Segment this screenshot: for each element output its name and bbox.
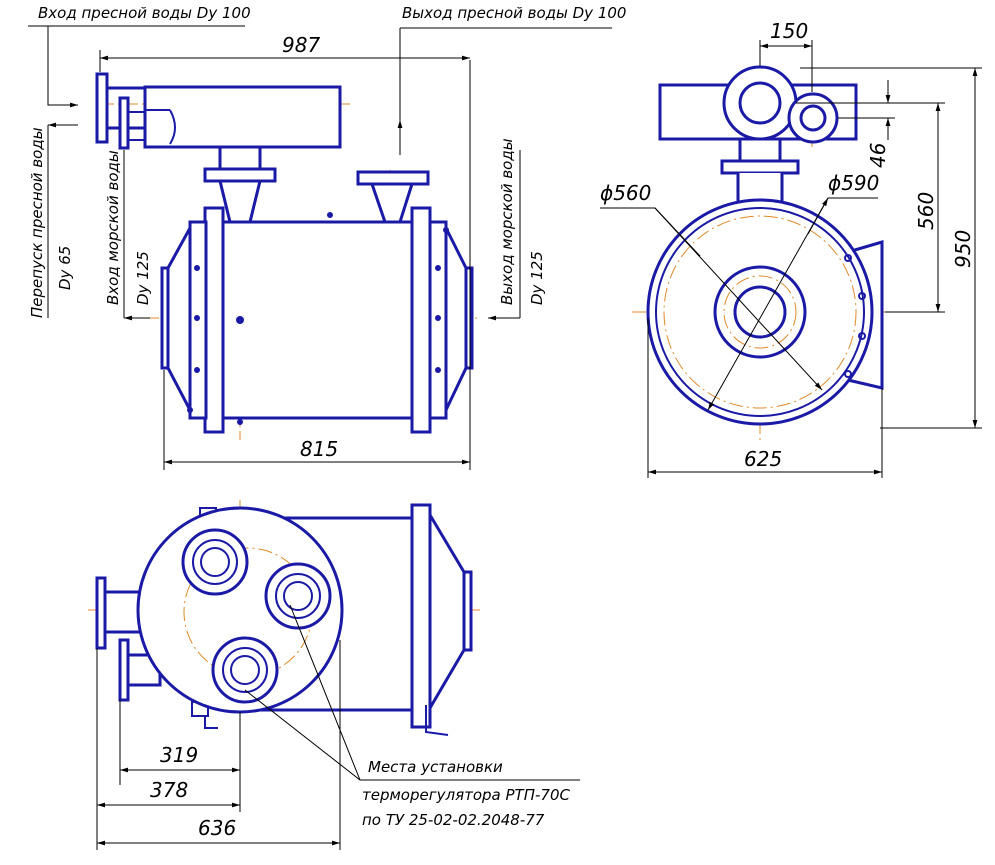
dim-987: 987 [282,33,320,57]
label-fresh-out: Выход пресной воды Dy 100 [402,4,626,22]
dim-378: 378 [150,778,188,802]
front-view: 987 815 Вход пресной воды Dy 100 Выход п… [28,4,626,470]
label-sea-in-2: Dy 125 [134,251,152,305]
label-sea-in-1: Вход морской воды [104,150,122,305]
dim-625: 625 [744,447,782,471]
bottom-view: Места установки терморегулятора РТП-70С … [88,500,580,850]
dim-636: 636 [198,816,236,840]
dim-150: 150 [770,19,808,43]
label-fresh-in: Вход пресной воды Dy 100 [38,4,251,22]
dim-phi560: ϕ560 [600,181,651,205]
dim-560: 560 [914,192,938,230]
note-line-3: по ТУ 25-02-02.2048-77 [362,811,545,829]
dim-46: 46 [866,143,890,168]
label-bypass-2: Dy 65 [56,246,74,290]
label-bypass-1: Перепуск пресной воды [28,127,46,318]
dim-319: 319 [160,743,198,767]
dim-815: 815 [300,437,338,461]
label-sea-out-1: Выход морской воды [498,138,516,305]
dim-phi590: ϕ590 [828,171,879,195]
side-view: ϕ560 ϕ590 150 46 560 950 625 [600,19,982,478]
note-line-2: терморегулятора РТП-70С [362,786,570,804]
label-sea-out-2: Dy 125 [528,251,546,305]
note-line-1: Места установки [368,758,503,776]
dim-950: 950 [951,230,975,268]
